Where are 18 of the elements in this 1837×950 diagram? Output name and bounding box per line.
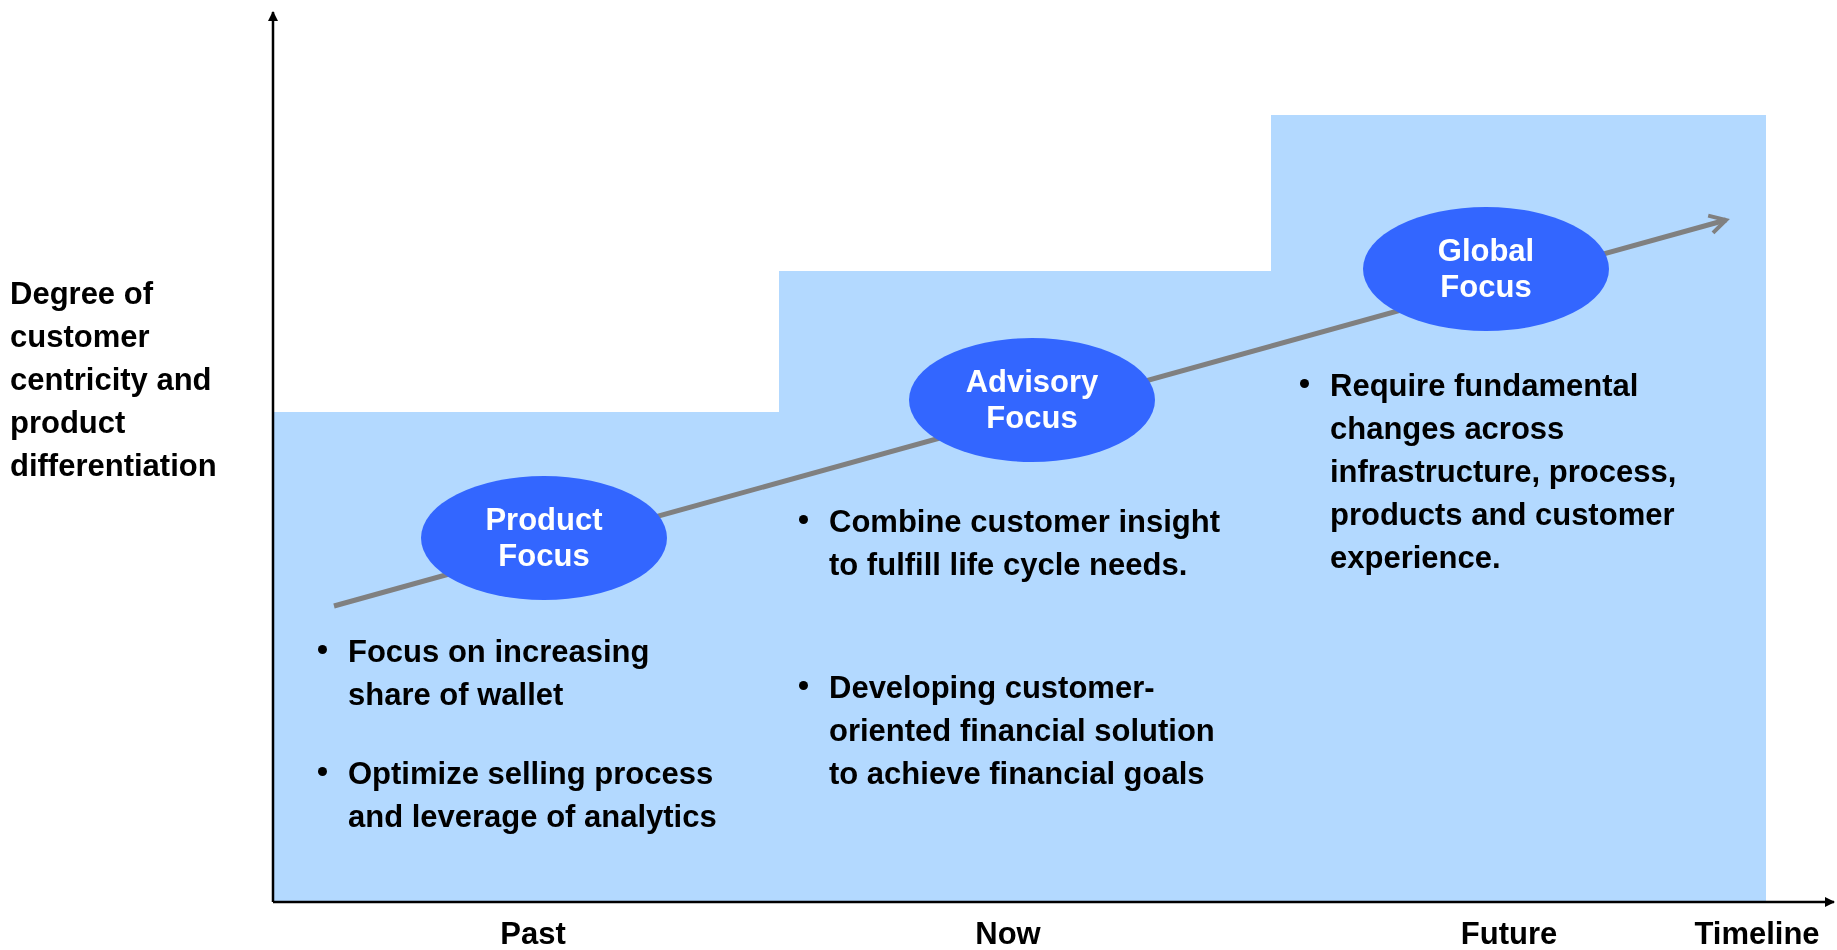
axis-tick-label: Future	[1460, 915, 1558, 950]
bullet-text: Developing customer-oriented financial solution to achieve financial goals	[829, 669, 1216, 793]
bullet-text: Focus on increasing share of wallet	[348, 633, 651, 714]
stage-band	[273, 412, 779, 902]
axis-title: Degree of customer centricity and product differentiation	[10, 275, 218, 485]
stage-band	[1271, 115, 1766, 902]
stage-ellipse	[421, 476, 667, 600]
bullet-text: Optimize selling process and leverage of analytics	[348, 755, 718, 836]
stage-title: Product Focus	[484, 502, 604, 574]
axis-title: Timeline	[1694, 915, 1820, 950]
stage-ellipse	[909, 338, 1155, 462]
bullet-text: Combine customer insight to fulfill life cycle needs.	[829, 503, 1221, 584]
stage-ellipse	[1363, 207, 1609, 331]
bullet-text: Require fundamental changes across infrastructure, process, products and customer experience.	[1330, 367, 1678, 577]
axis-tick-label: Now	[975, 915, 1041, 950]
stage-title: Global Focus	[1436, 233, 1536, 305]
stage-title: Advisory Focus	[964, 364, 1100, 436]
axis-tick-label: Past	[500, 915, 566, 950]
